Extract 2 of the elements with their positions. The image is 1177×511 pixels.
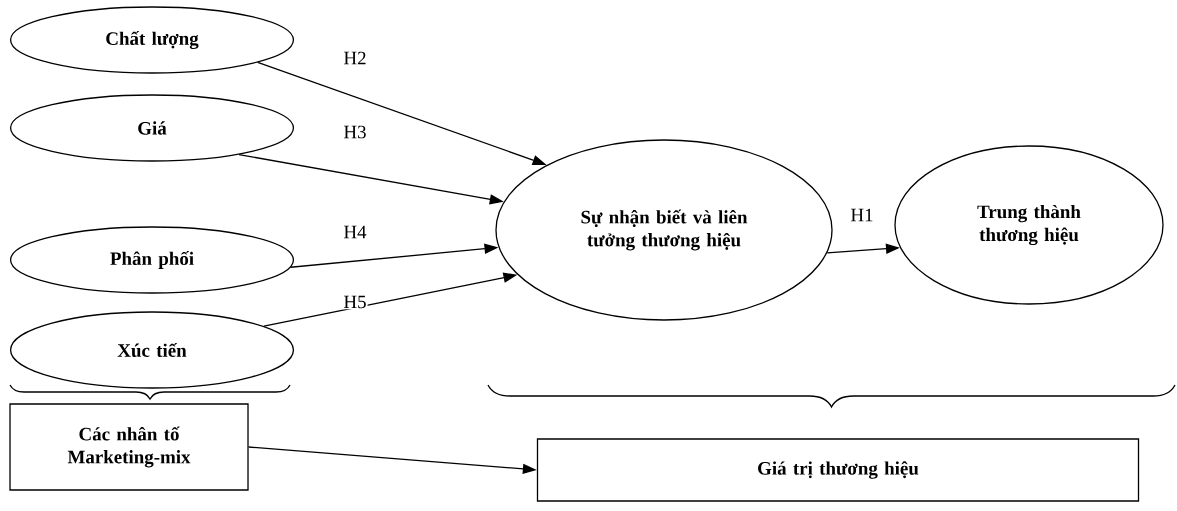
concept-box: Giá trị thương hiệu (536, 438, 1140, 502)
concept-box: Các nhân tố Marketing-mix (9, 403, 249, 491)
